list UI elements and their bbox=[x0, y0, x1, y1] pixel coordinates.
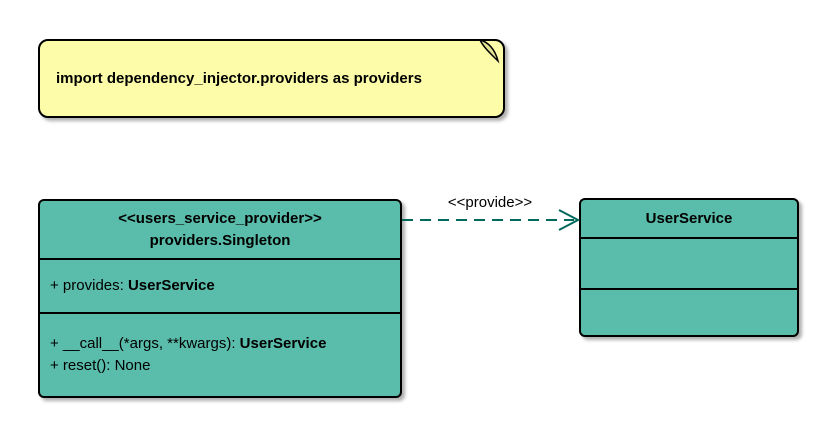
class-userservice: UserService bbox=[579, 198, 799, 337]
import-note: import dependency_injector.providers as … bbox=[38, 38, 505, 118]
class-singleton-methods: + __call__(*args, **kwargs): UserService… bbox=[40, 312, 400, 396]
method-reset-text: + reset(): None bbox=[50, 357, 151, 374]
method-call-text: + __call__(*args, **kwargs): bbox=[50, 335, 240, 352]
provide-arrow-icon bbox=[402, 209, 581, 231]
class-singleton-stereotype: <<users_service_provider>> bbox=[118, 209, 322, 227]
provide-arrow-label: <<provide>> bbox=[447, 194, 533, 211]
method-call-type: UserService bbox=[239, 335, 327, 352]
attribute-provides-type: UserService bbox=[127, 277, 215, 294]
class-userservice-name: UserService bbox=[645, 209, 733, 227]
method-reset: + reset(): None bbox=[50, 355, 400, 377]
method-call: + __call__(*args, **kwargs): UserService bbox=[50, 333, 400, 355]
attribute-provides: + provides: UserService bbox=[50, 275, 400, 297]
class-singleton-name: providers.Singleton bbox=[149, 231, 291, 249]
class-userservice-methods bbox=[581, 288, 797, 335]
class-userservice-attributes bbox=[581, 237, 797, 288]
class-singleton-attributes: + provides: UserService bbox=[40, 258, 400, 312]
class-singleton: <<users_service_provider>> providers.Sin… bbox=[38, 199, 402, 398]
attribute-provides-text: + provides: bbox=[50, 277, 128, 294]
note-text: import dependency_injector.providers as … bbox=[56, 70, 422, 87]
class-singleton-header: <<users_service_provider>> providers.Sin… bbox=[40, 201, 400, 258]
note-fold-icon bbox=[478, 38, 500, 64]
class-userservice-header: UserService bbox=[581, 200, 797, 237]
